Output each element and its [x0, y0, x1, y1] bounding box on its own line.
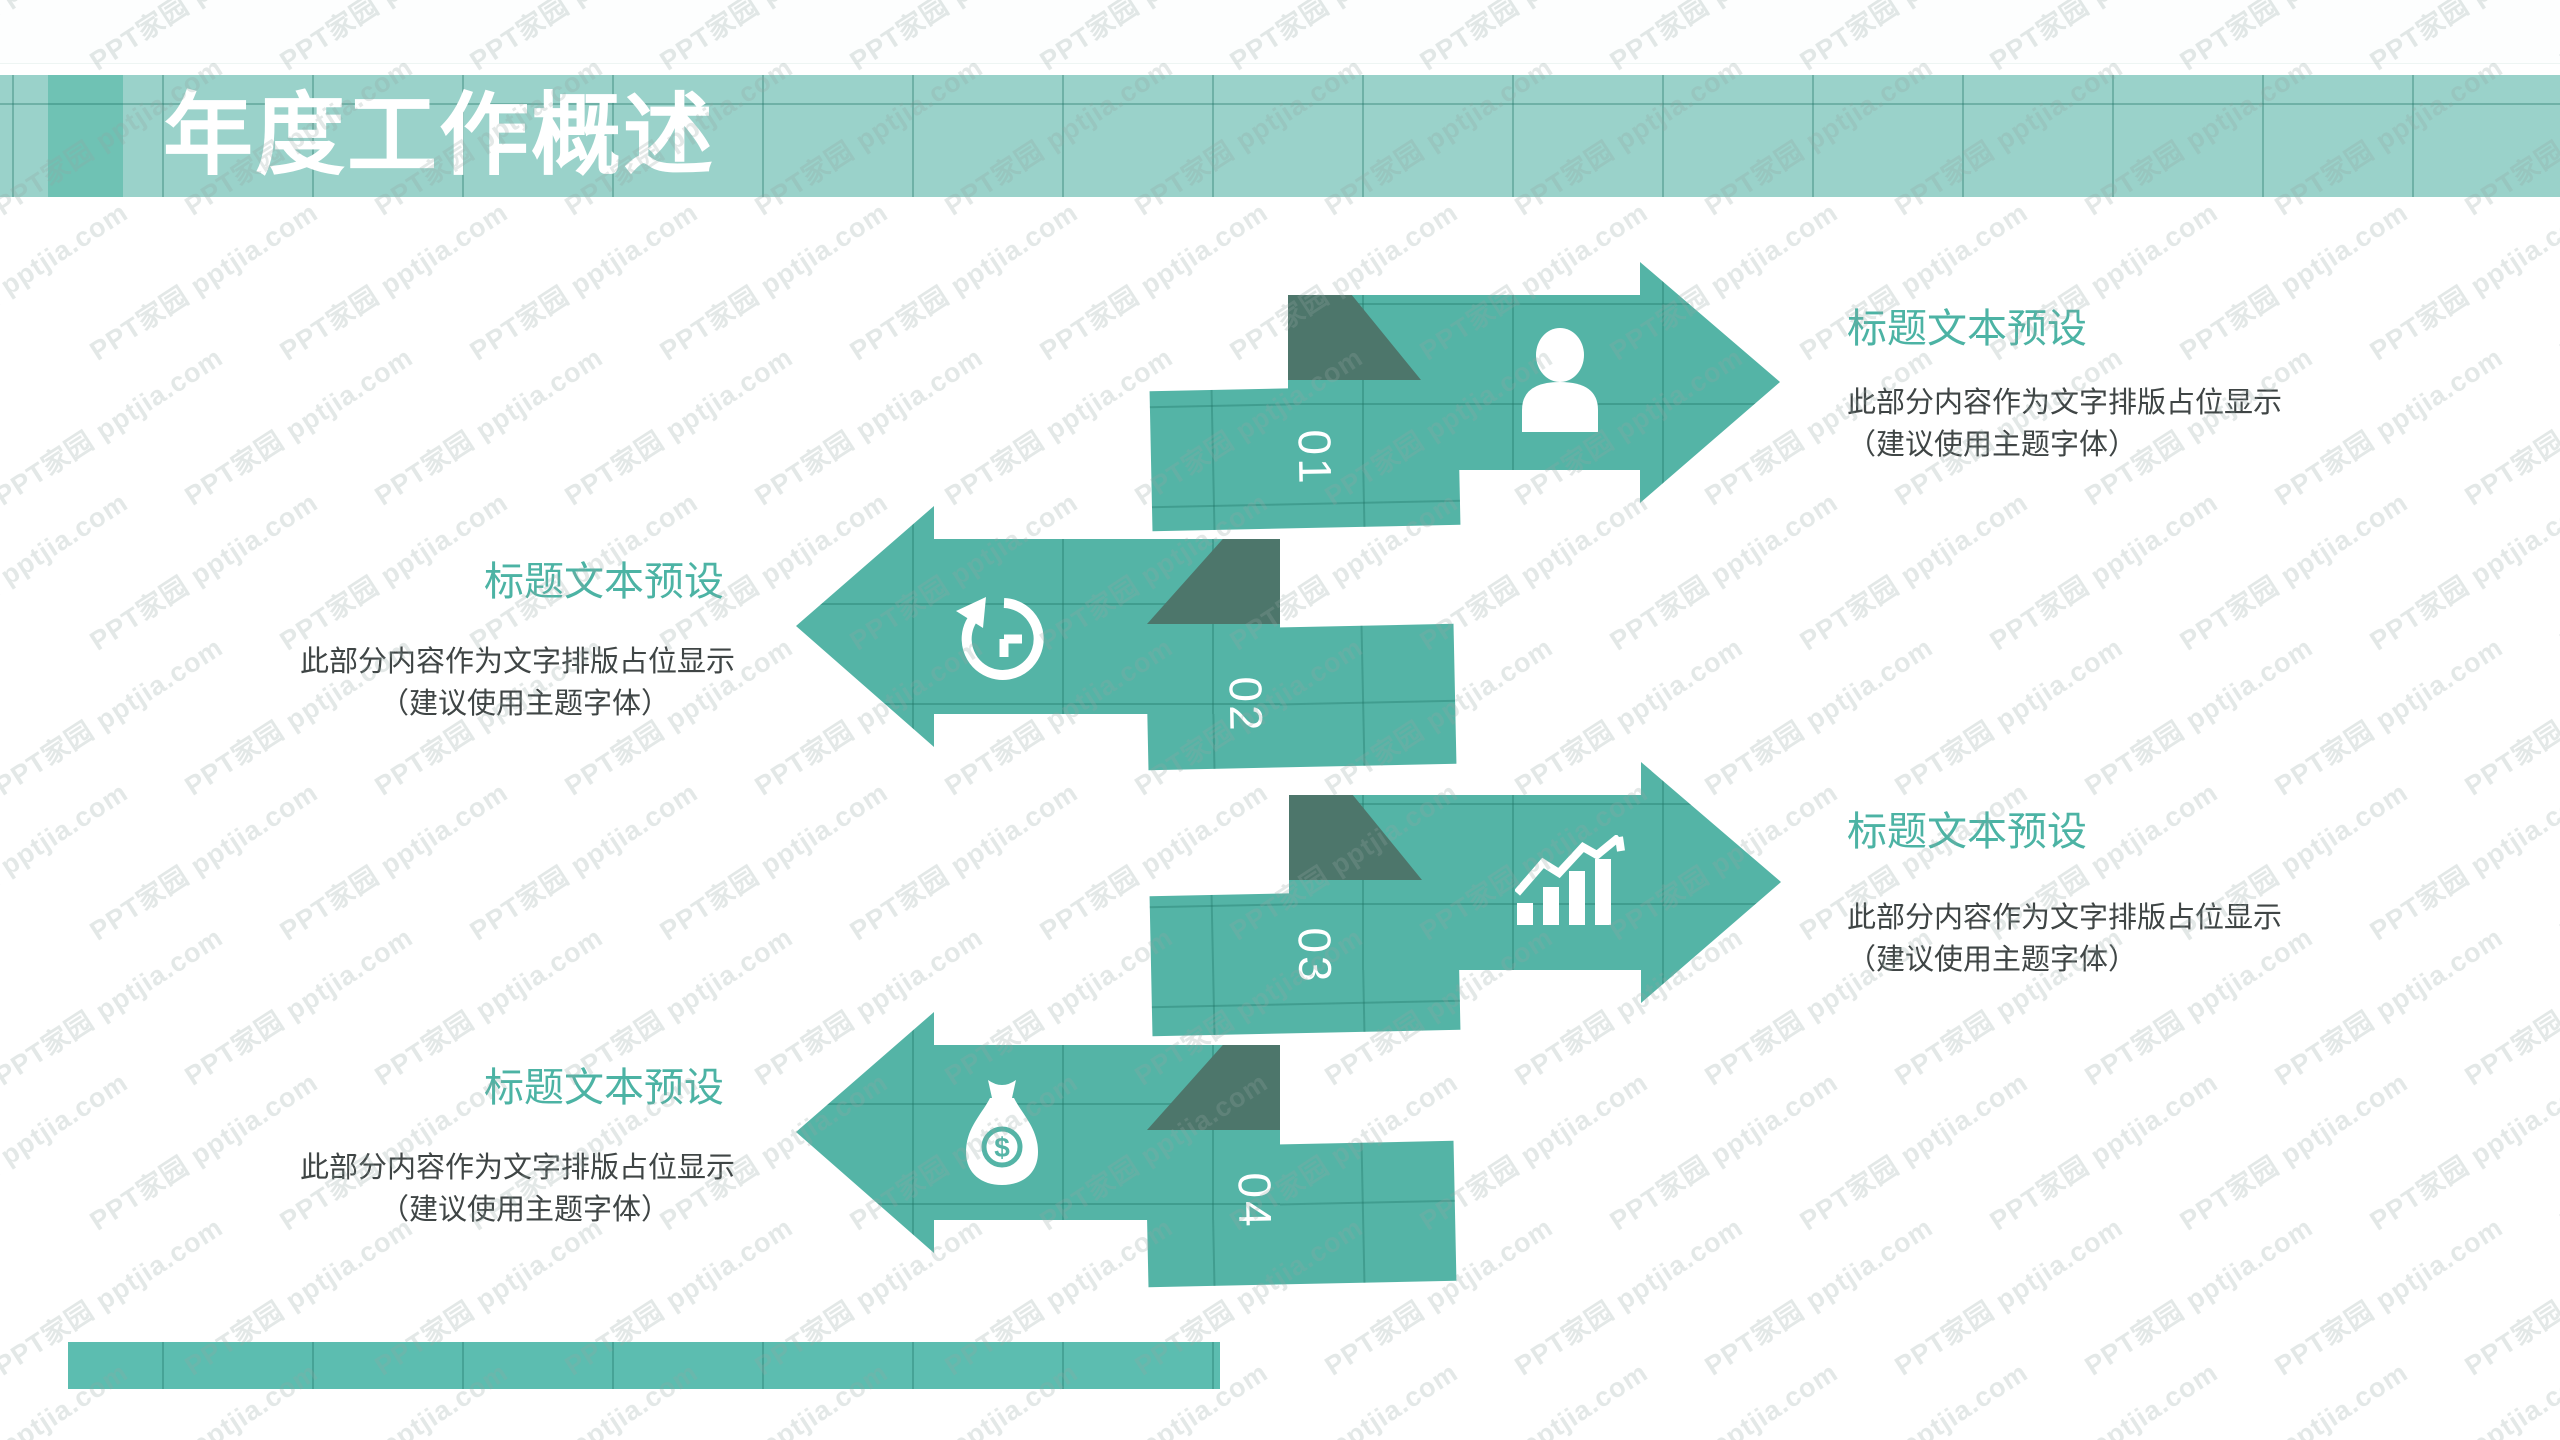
- watermark-text: PPT家园 pptjia.com: [84, 776, 324, 947]
- slide-title: 年度工作概述: [163, 86, 715, 186]
- watermark-text: PPT家园 pptjia.com: [0, 776, 134, 947]
- title-banner: [0, 75, 2560, 197]
- watermark-text: PPT家园 pptjia.com: [844, 776, 1084, 947]
- watermark-text: PPT家园 pptjia.com: [1984, 1066, 2224, 1237]
- step-03-title: 标题文本预设: [1847, 810, 2087, 854]
- step-01-body-line2: （建议使用主题字体）: [1847, 429, 2138, 461]
- watermark-text: PPT家园 pptjia.com: [2554, 1067, 2560, 1237]
- step-02-text-block: 标题文本预设 此部分内容作为文字排版占位显示 （建议使用主题字体）: [300, 549, 736, 725]
- watermark-text: PPT家园 pptjia.com: [274, 196, 514, 367]
- watermark-text: PPT家园 pptjia.com: [749, 341, 989, 512]
- watermark-text: PPT家园 pptjia.com: [84, 486, 324, 657]
- user-icon: [1522, 328, 1598, 432]
- watermark-text: PPT家园 pptjia.com: [2079, 1211, 2319, 1382]
- watermark-text: PPT家园 pptjia.com: [1221, 1351, 1465, 1440]
- watermark-text: PPT家园 pptjia.com: [2459, 342, 2560, 512]
- watermark-text: PPT家园 pptjia.com: [84, 196, 324, 367]
- watermark-text: PPT家园 pptjia.com: [0, 921, 229, 1092]
- step-01-title: 标题文本预设: [1847, 307, 2087, 351]
- watermark-text: PPT家园 pptjia.com: [559, 341, 799, 512]
- watermark-text: PPT家园 pptjia.com: [2364, 196, 2560, 367]
- watermark-text: PPT家园 pptjia.com: [2269, 631, 2509, 802]
- watermark-text: PPT家园 pptjia.com: [1984, 486, 2224, 657]
- watermark-text: PPT家园 pptjia.com: [1889, 1211, 2129, 1382]
- watermark-text: PPT家园 pptjia.com: [2364, 486, 2560, 657]
- step-02-body-line1: 此部分内容作为文字排版占位显示: [300, 646, 736, 678]
- moneybag-icon: $: [966, 1080, 1038, 1185]
- watermark-text: PPT家园 pptjia.com: [2554, 197, 2560, 367]
- watermark-text: PPT家园 pptjia.com: [2459, 1212, 2560, 1382]
- chart-icon: [1515, 835, 1625, 925]
- svg-text:$: $: [994, 1132, 1010, 1163]
- step-04-body-line1: 此部分内容作为文字排版占位显示: [300, 1152, 736, 1184]
- watermark-text: PPT家园 pptjia.com: [2554, 487, 2560, 657]
- watermark-text: PPT家园 pptjia.com: [0, 196, 134, 367]
- step-02-body-line2: （建议使用主题字体）: [379, 688, 670, 720]
- watermark-text: PPT家园 pptjia.com: [0, 341, 229, 512]
- watermark-text: PPT家园 pptjia.com: [2554, 777, 2560, 947]
- step-04-number: 04: [1228, 1171, 1282, 1231]
- watermark-text: PPT家园 pptjia.com: [2269, 921, 2509, 1092]
- history-icon: [956, 597, 1044, 680]
- watermark-text: PPT家园 pptjia.com: [464, 196, 704, 367]
- step-01-number: 01: [1288, 428, 1342, 488]
- watermark-text: PPT家园 pptjia.com: [2364, 776, 2560, 947]
- watermark-text: PPT家园 pptjia.com: [1794, 486, 2034, 657]
- watermark-text: PPT家园 pptjia.com: [1699, 1211, 1939, 1382]
- watermark-text: PPT家园 pptjia.com: [369, 341, 609, 512]
- step-03-text-block: 标题文本预设 此部分内容作为文字排版占位显示 （建议使用主题字体）: [1847, 799, 2282, 981]
- watermark-text: PPT家园 pptjia.com: [1601, 1351, 1845, 1440]
- watermark-text: PPT家园 pptjia.com: [1889, 631, 2129, 802]
- watermark-text: PPT家园 pptjia.com: [1699, 631, 1939, 802]
- watermark-text: PPT家园 pptjia.com: [179, 341, 419, 512]
- watermark-text: PPT家园 pptjia.com: [1981, 1351, 2225, 1440]
- step-04-title: 标题文本预设: [484, 1066, 724, 1110]
- step-01-body-line1: 此部分内容作为文字排版占位显示: [1847, 387, 2283, 419]
- watermark-text: PPT家园 pptjia.com: [0, 1066, 134, 1237]
- watermark-text: PPT家园 pptjia.com: [2459, 922, 2560, 1092]
- watermark-text: PPT家园 pptjia.com: [654, 196, 894, 367]
- step-02-title: 标题文本预设: [484, 560, 724, 604]
- watermark-text: PPT家园 pptjia.com: [1604, 1066, 1844, 1237]
- watermark-text: PPT家园 pptjia.com: [844, 196, 1084, 367]
- watermark-text: PPT家园 pptjia.com: [2174, 486, 2414, 657]
- watermark-text: PPT家园 pptjia.com: [1509, 1211, 1749, 1382]
- title-banner-accent-square: [48, 75, 123, 197]
- watermark-text: PPT家园 pptjia.com: [0, 486, 134, 657]
- watermark-text: PPT家园 pptjia.com: [2171, 1351, 2415, 1440]
- watermark-text: PPT家园 pptjia.com: [2269, 341, 2509, 512]
- watermark-text: PPT家园 pptjia.com: [939, 341, 1179, 512]
- bottom-accent-bar: [68, 1342, 1220, 1389]
- step-04-body-line2: （建议使用主题字体）: [379, 1194, 670, 1226]
- watermark-text: PPT家园 pptjia.com: [2174, 1066, 2414, 1237]
- watermark-text: PPT家园 pptjia.com: [1411, 1351, 1655, 1440]
- watermark-text: PPT家园 pptjia.com: [84, 1066, 324, 1237]
- watermark-text: PPT家园 pptjia.com: [0, 631, 229, 802]
- watermark-text: PPT家园 pptjia.com: [2459, 632, 2560, 802]
- watermark-text: PPT家园 pptjia.com: [2364, 1066, 2560, 1237]
- step-01-text-block: 标题文本预设 此部分内容作为文字排版占位显示 （建议使用主题字体）: [1847, 296, 2282, 466]
- step-03-body-line1: 此部分内容作为文字排版占位显示: [1847, 902, 2283, 934]
- step-03-body-line2: （建议使用主题字体）: [1847, 944, 2138, 976]
- watermark-text: PPT家园 pptjia.com: [2551, 1351, 2560, 1440]
- step-03-number: 03: [1288, 926, 1342, 986]
- top-strip: [0, 0, 2560, 64]
- watermark-text: PPT家园 pptjia.com: [1794, 1066, 2034, 1237]
- watermark-text: PPT家园 pptjia.com: [274, 776, 514, 947]
- watermark-text: PPT家园 pptjia.com: [2079, 631, 2319, 802]
- watermark-text: PPT家园 pptjia.com: [1034, 196, 1274, 367]
- watermark-text: PPT家园 pptjia.com: [2269, 1211, 2509, 1382]
- watermark-text: PPT家园 pptjia.com: [1791, 1351, 2035, 1440]
- step-02-number: 02: [1219, 675, 1273, 735]
- watermark-text: PPT家园 pptjia.com: [2361, 1351, 2560, 1440]
- step-04-text-block: 标题文本预设 此部分内容作为文字排版占位显示 （建议使用主题字体）: [300, 1055, 736, 1231]
- watermark-text: PPT家园 pptjia.com: [1509, 631, 1749, 802]
- watermark-text: PPT家园 pptjia.com: [654, 776, 894, 947]
- watermark-text: PPT家园 pptjia.com: [1604, 486, 1844, 657]
- watermark-text: PPT家园 pptjia.com: [464, 776, 704, 947]
